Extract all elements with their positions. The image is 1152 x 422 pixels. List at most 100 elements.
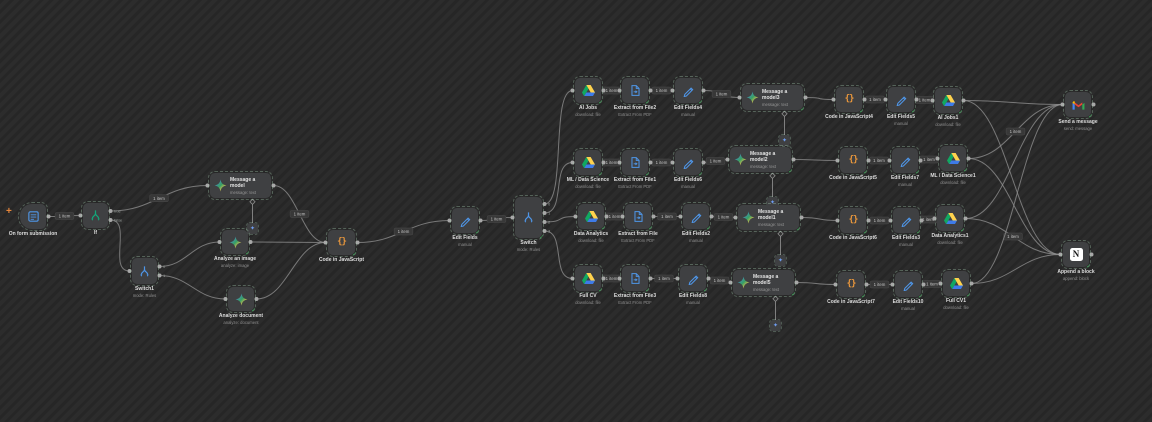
success-check-icon: ✓ bbox=[787, 169, 793, 175]
gemini-icon bbox=[737, 276, 750, 289]
edit-fields5-node[interactable]: ✓ bbox=[886, 85, 916, 115]
edit-fields-icon bbox=[902, 278, 915, 291]
success-check-icon: ✓ bbox=[914, 170, 920, 176]
success-check-icon: ✓ bbox=[957, 110, 963, 116]
node-subtitle: manual bbox=[899, 241, 913, 247]
extract-from-file2-node[interactable]: ✓ bbox=[620, 76, 650, 106]
gemini-chat-model-subnode[interactable]: ✦ bbox=[766, 196, 779, 209]
success-check-icon: ✓ bbox=[244, 251, 250, 257]
switch1-node[interactable] bbox=[130, 256, 159, 286]
ai-jobs-node[interactable]: ✓ bbox=[573, 76, 603, 106]
google-drive-icon bbox=[581, 156, 595, 169]
node-title: Send a message bbox=[1058, 119, 1098, 125]
code-in-javascript6-node[interactable]: {}✓ bbox=[838, 206, 868, 236]
edit-fields8-node[interactable]: ✓ bbox=[678, 264, 708, 294]
code-in-javascript-node[interactable]: {}✓ bbox=[326, 228, 357, 258]
send-a-message-node[interactable]: ✓ bbox=[1063, 90, 1093, 120]
node-subtitle: message: text bbox=[230, 189, 257, 195]
svg-text:1 item: 1 item bbox=[609, 214, 621, 219]
full-cv-node[interactable]: ✓ bbox=[573, 264, 603, 294]
node-subtitle: download: file bbox=[940, 179, 966, 185]
svg-text:1 item: 1 item bbox=[658, 276, 670, 281]
node-subtitle: Extract From PDF bbox=[618, 183, 652, 189]
on-form-submission-node[interactable] bbox=[18, 202, 48, 231]
extract-from-file-node[interactable]: ✓ bbox=[623, 202, 653, 232]
ml-data-science1-node[interactable]: ✓ bbox=[938, 144, 968, 174]
if-node[interactable] bbox=[81, 201, 110, 230]
code-in-javascript7-node[interactable]: {}✓ bbox=[836, 270, 866, 300]
edit-fields10-node[interactable]: ✓ bbox=[893, 270, 923, 300]
data-analytics-node[interactable]: ✓ bbox=[576, 202, 606, 232]
node-subtitle: Extract From PDF bbox=[618, 111, 652, 117]
node-title: ML / Data Science1 bbox=[930, 173, 976, 179]
google-drive-icon bbox=[946, 152, 960, 165]
success-check-icon: ✓ bbox=[705, 226, 711, 232]
gemini-chat-model-subnode[interactable]: ✦ bbox=[246, 222, 259, 235]
success-check-icon: ✓ bbox=[959, 228, 965, 234]
node-subtitle: download: file bbox=[943, 304, 969, 310]
edit-fields2-node[interactable]: ✓ bbox=[681, 202, 711, 232]
success-check-icon: ✓ bbox=[597, 100, 603, 106]
success-check-icon: ✓ bbox=[697, 100, 703, 106]
append-a-block-node[interactable]: N✓ bbox=[1061, 240, 1091, 270]
gemini-chat-model-subnode[interactable]: ✦ bbox=[774, 254, 787, 267]
ml-data-science-node[interactable]: ✓ bbox=[573, 148, 603, 178]
node-title: Edit Fields8 bbox=[678, 293, 708, 299]
code-in-javascript5-node[interactable]: {}✓ bbox=[838, 146, 868, 176]
extract-from-file1-node[interactable]: ✓ bbox=[620, 148, 650, 178]
edit-fields-node[interactable]: ✓ bbox=[450, 206, 480, 236]
extract-from-file3-node[interactable]: ✓ bbox=[620, 264, 650, 294]
data-analytics1-node[interactable]: ✓ bbox=[935, 204, 965, 234]
node-subtitle: download: file bbox=[578, 237, 604, 243]
gemini-icon: ✦ bbox=[781, 137, 788, 144]
node-subtitle: append: block bbox=[1062, 275, 1090, 281]
edit-fields6-node[interactable]: ✓ bbox=[673, 148, 703, 178]
code-in-javascript7-label: Code in JavaScript7 bbox=[827, 299, 875, 306]
node-subtitle: analyze: document bbox=[223, 319, 259, 325]
node-title: On form submission bbox=[8, 231, 58, 237]
edit-fields4-node[interactable]: ✓ bbox=[673, 76, 703, 106]
edit-fields7-node[interactable]: ✓ bbox=[890, 146, 920, 176]
svg-text:1 item: 1 item bbox=[716, 92, 728, 97]
success-check-icon: ✓ bbox=[860, 294, 866, 300]
add-input-icon[interactable]: + bbox=[6, 206, 12, 217]
success-check-icon: ✓ bbox=[644, 288, 650, 294]
svg-text:2: 2 bbox=[548, 220, 550, 224]
ai-jobs1-node[interactable]: ✓ bbox=[933, 86, 963, 116]
node-title: Extract from File1 bbox=[613, 177, 657, 183]
svg-text:1 item: 1 item bbox=[710, 159, 722, 164]
gemini-chat-model-subnode[interactable]: ✦ bbox=[769, 319, 782, 332]
analyze-an-image-node[interactable]: ✓ bbox=[220, 228, 250, 257]
code-in-javascript4-node[interactable]: {}✓ bbox=[834, 85, 864, 115]
edit-fields3-node[interactable]: ✓ bbox=[891, 206, 921, 236]
node-title: Data Analytics1 bbox=[931, 233, 969, 239]
svg-text:0: 0 bbox=[548, 202, 550, 206]
node-title: Code in JavaScript7 bbox=[827, 299, 875, 305]
node-subtitle: mode: Rules bbox=[516, 246, 541, 252]
success-check-icon: ✓ bbox=[351, 252, 357, 258]
full-cv1-node[interactable]: ✓ bbox=[941, 269, 971, 299]
analyze-document-node[interactable]: ✓ bbox=[226, 285, 256, 314]
switch-node[interactable]: ✓ bbox=[513, 195, 544, 241]
node-title: Analyze an image bbox=[214, 256, 256, 262]
node-title: Switch1 bbox=[135, 286, 154, 292]
switch-icon bbox=[522, 211, 535, 224]
gemini-chat-model-subnode[interactable]: ✦ bbox=[778, 134, 791, 147]
success-check-icon: ✓ bbox=[597, 172, 603, 178]
